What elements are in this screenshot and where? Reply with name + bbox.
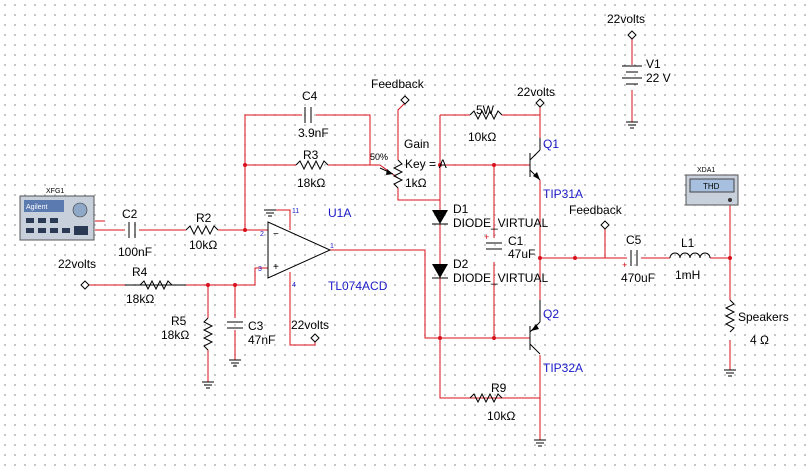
svg-text:1mH: 1mH: [675, 268, 700, 282]
connector-22volts-opamp[interactable]: 22volts: [291, 318, 329, 343]
opamp-model: TL074ACD: [328, 279, 388, 293]
connector-22volts-supply[interactable]: 22volts: [607, 12, 645, 40]
svg-text:22volts: 22volts: [517, 85, 555, 99]
resistor-r9[interactable]: R9 10kΩ: [469, 381, 515, 423]
svg-text:22volts: 22volts: [291, 318, 329, 332]
svg-text:R2: R2: [196, 211, 212, 225]
svg-text:3.9nF: 3.9nF: [298, 126, 329, 140]
ground-icon: [229, 359, 241, 367]
svg-text:3: 3: [258, 266, 262, 273]
opamp-u1a[interactable]: 2 3 11 4 1 − + U1A TL074ACD: [258, 206, 388, 293]
distortion-analyzer[interactable]: XDA1 THD: [685, 167, 739, 206]
svg-text:C2: C2: [122, 207, 138, 221]
ground-icon: [202, 381, 214, 389]
svg-text:R3: R3: [303, 148, 319, 162]
generator-ref: XFG1: [46, 188, 64, 195]
svg-text:+: +: [622, 260, 627, 270]
svg-text:18kΩ: 18kΩ: [126, 292, 154, 306]
capacitor-c2[interactable]: C2 100nF: [118, 207, 152, 259]
svg-text:D1: D1: [453, 202, 469, 216]
svg-text:2: 2: [260, 231, 264, 238]
connector-22volts-input[interactable]: 22volts: [58, 257, 96, 290]
capacitor-c5[interactable]: + C5 470uF: [621, 233, 655, 285]
svg-text:XDA1: XDA1: [697, 167, 715, 174]
svg-text:Speakers: Speakers: [738, 310, 789, 324]
svg-text:Q1: Q1: [543, 137, 559, 151]
junctions: [206, 163, 732, 340]
resistor-r5[interactable]: R5 18kΩ: [161, 314, 214, 351]
svg-text:18kΩ: 18kΩ: [161, 328, 189, 342]
svg-text:22volts: 22volts: [607, 12, 645, 26]
opamp-ref: U1A: [328, 206, 351, 220]
svg-text:D2: D2: [453, 257, 469, 271]
ground-icon: [724, 369, 736, 377]
connector-22volts-q1[interactable]: 22volts: [517, 85, 555, 108]
svg-text:TIP32A: TIP32A: [543, 361, 583, 375]
svg-text:4 Ω: 4 Ω: [750, 333, 769, 347]
capacitor-c4[interactable]: C4 3.9nF: [298, 89, 329, 140]
ground-icon: [626, 121, 638, 129]
svg-text:R9: R9: [491, 381, 507, 395]
svg-text:C4: C4: [302, 89, 318, 103]
dc-supply-v1[interactable]: V1 22 V: [622, 57, 671, 85]
connector-feedback-top[interactable]: Feedback: [371, 77, 425, 105]
function-generator[interactable]: XFG1 Agilent: [19, 188, 95, 241]
svg-text:TIP31A: TIP31A: [543, 187, 583, 201]
svg-text:1: 1: [330, 243, 334, 250]
svg-text:100nF: 100nF: [118, 245, 152, 259]
svg-text:50%: 50%: [370, 152, 388, 162]
inductor-l1[interactable]: L1 1mH: [669, 236, 711, 282]
svg-text:Feedback: Feedback: [371, 77, 425, 91]
svg-text:V1: V1: [646, 57, 661, 71]
svg-text:L1: L1: [681, 236, 695, 250]
speaker-load[interactable]: Speakers 4 Ω: [724, 299, 789, 347]
svg-text:Q2: Q2: [543, 307, 559, 321]
diode-d2[interactable]: D2 DIODE_VIRTUAL: [432, 257, 548, 285]
resistor-r3[interactable]: R3 18kΩ: [295, 148, 329, 190]
svg-text:R5: R5: [171, 314, 187, 328]
wires: [85, 38, 731, 440]
resistor-5w[interactable]: 5W 10kΩ: [468, 103, 503, 144]
resistor-r4[interactable]: R4 18kΩ: [125, 265, 186, 306]
connector-feedback-output[interactable]: Feedback: [569, 203, 623, 230]
ground-symbols: [202, 121, 736, 447]
capacitor-c1[interactable]: + C1 47uF: [484, 232, 535, 261]
svg-text:Key = A: Key = A: [405, 157, 447, 171]
svg-text:C5: C5: [626, 233, 642, 247]
svg-text:R4: R4: [132, 265, 148, 279]
svg-text:−: −: [273, 229, 279, 240]
svg-text:22 V: 22 V: [646, 71, 671, 85]
svg-text:470uF: 470uF: [621, 271, 655, 285]
svg-text:+: +: [273, 262, 279, 273]
svg-text:10kΩ: 10kΩ: [468, 130, 496, 144]
svg-text:Feedback: Feedback: [569, 203, 623, 217]
svg-text:10kΩ: 10kΩ: [487, 409, 515, 423]
svg-text:11: 11: [292, 208, 299, 215]
svg-text:DIODE_VIRTUAL: DIODE_VIRTUAL: [453, 216, 548, 230]
svg-text:Gain: Gain: [404, 137, 429, 151]
svg-text:+: +: [484, 232, 489, 242]
svg-text:C1: C1: [508, 234, 524, 248]
svg-text:1kΩ: 1kΩ: [405, 176, 427, 190]
transistor-q1[interactable]: Q1 TIP31A: [529, 137, 583, 201]
generator-brand: Agilent: [26, 204, 47, 211]
svg-text:THD: THD: [703, 182, 720, 191]
diode-d1[interactable]: D1 DIODE_VIRTUAL: [432, 202, 548, 230]
svg-text:C3: C3: [248, 319, 264, 333]
svg-text:18kΩ: 18kΩ: [297, 176, 325, 190]
ground-icon: [264, 209, 276, 217]
resistor-r2[interactable]: R2 10kΩ: [185, 211, 219, 252]
svg-text:5W: 5W: [476, 103, 495, 117]
potentiometer-gain[interactable]: Gain 50% Key = A 1kΩ: [370, 137, 447, 190]
svg-text:4: 4: [292, 282, 296, 289]
svg-text:DIODE_VIRTUAL: DIODE_VIRTUAL: [453, 271, 548, 285]
svg-text:10kΩ: 10kΩ: [189, 238, 217, 252]
svg-text:47nF: 47nF: [248, 333, 275, 347]
svg-text:47uF: 47uF: [508, 247, 535, 261]
ground-icon: [534, 439, 546, 447]
capacitor-c3[interactable]: C3 47nF: [227, 319, 275, 347]
transistor-q2[interactable]: Q2 TIP32A: [529, 300, 583, 375]
svg-text:22volts: 22volts: [58, 257, 96, 271]
